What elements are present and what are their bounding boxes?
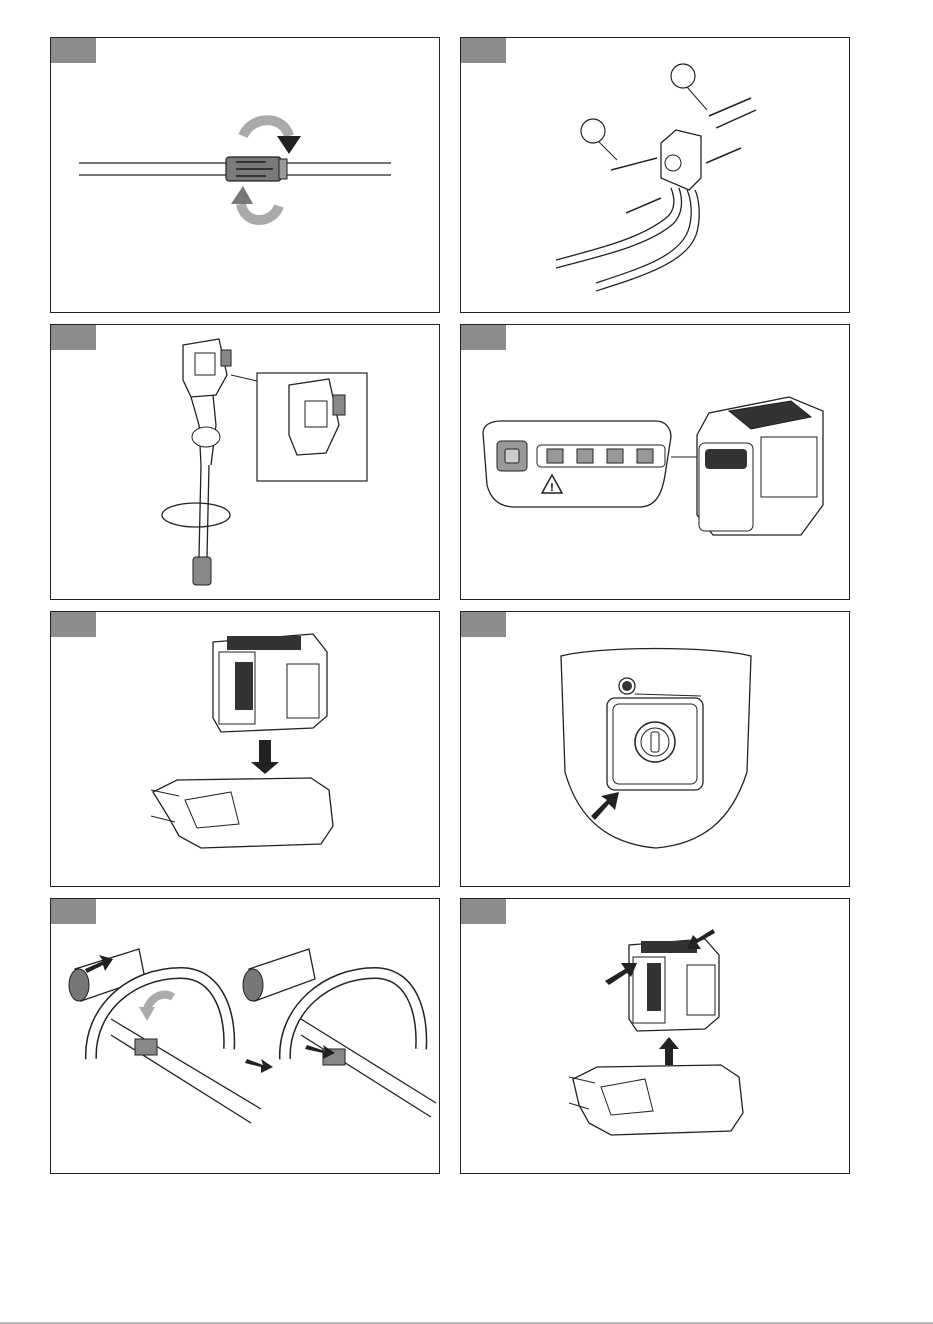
panel-battery-remove bbox=[460, 898, 850, 1174]
panel-trimmer-handle-view bbox=[50, 324, 440, 600]
loop-handle-illustration bbox=[51, 899, 441, 1175]
lift-arrow-icon bbox=[659, 1037, 679, 1065]
charge-led bbox=[637, 449, 653, 463]
callout-circle bbox=[671, 64, 695, 88]
svg-text:!: ! bbox=[550, 482, 554, 494]
panel-coupling-rotate bbox=[50, 37, 440, 313]
callout-circle bbox=[581, 119, 605, 143]
panel-battery-indicator: ! bbox=[460, 324, 850, 600]
key-switch-illustration bbox=[461, 612, 851, 888]
charge-led bbox=[577, 449, 593, 463]
charge-led bbox=[547, 449, 563, 463]
coupling-illustration bbox=[51, 38, 441, 314]
battery-insert-illustration bbox=[51, 612, 441, 888]
bracket-illustration bbox=[461, 38, 851, 314]
charge-led bbox=[607, 449, 623, 463]
battery-indicator-illustration: ! bbox=[461, 325, 851, 601]
panel-battery-insert bbox=[50, 611, 440, 887]
panel-handle-bracket-mount bbox=[460, 37, 850, 313]
panel-loop-handle-adjust bbox=[50, 898, 440, 1174]
trimmer-illustration bbox=[51, 325, 441, 601]
battery-remove-illustration bbox=[461, 899, 851, 1175]
panel-key-switch bbox=[460, 611, 850, 887]
